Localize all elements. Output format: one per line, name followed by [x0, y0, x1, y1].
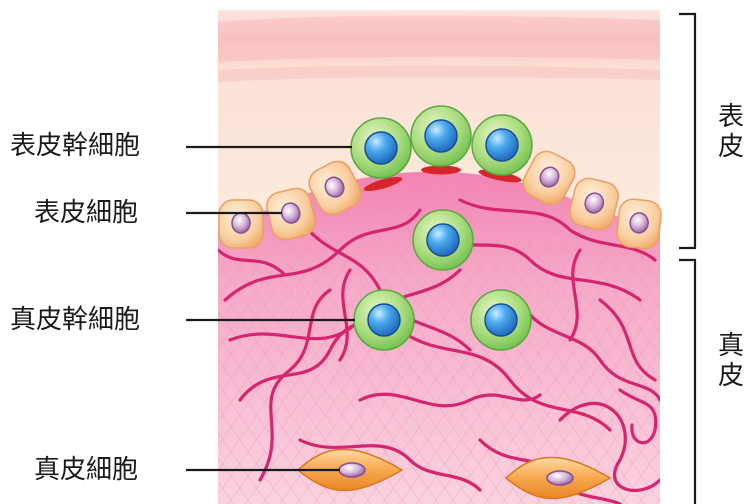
label-epidermal-stem-cell: 表皮幹細胞 — [10, 131, 140, 161]
stem-cell — [472, 115, 532, 175]
epidermal-cell — [616, 198, 663, 250]
label-epidermis-char-1: 表 — [717, 102, 745, 132]
epidermal-cell — [219, 200, 263, 248]
label-dermis-char-2: 皮 — [717, 361, 745, 391]
stem-cell — [354, 290, 414, 350]
label-dermis: 真 皮 — [717, 331, 745, 391]
stem-cell — [351, 118, 411, 178]
stem-cell — [413, 210, 473, 270]
label-epidermis: 表 皮 — [717, 102, 745, 162]
surface-band — [218, 16, 660, 62]
label-dermis-char-1: 真 — [717, 331, 745, 361]
label-dermal-cell: 真皮細胞 — [34, 455, 138, 485]
layer-brackets — [679, 14, 695, 504]
label-epidermis-char-2: 皮 — [717, 132, 745, 162]
label-dermal-stem-cell: 真皮幹細胞 — [10, 305, 140, 335]
dermis-bracket — [679, 260, 695, 504]
stem-cell — [411, 106, 471, 166]
stem-cell — [471, 290, 531, 350]
label-epidermal-cell: 表皮細胞 — [34, 198, 138, 228]
epidermis-bracket — [679, 14, 695, 248]
